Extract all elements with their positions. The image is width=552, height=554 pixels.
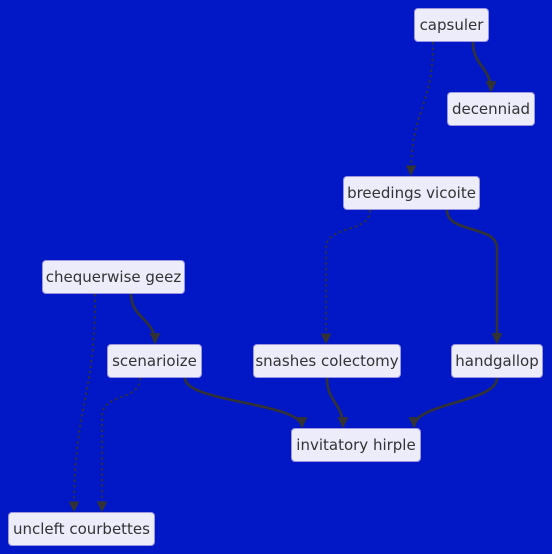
node-scenarioize[interactable]: scenarioize: [107, 344, 202, 378]
node-breedings-vicoite[interactable]: breedings vicoite: [343, 176, 480, 210]
edge-scenarioize-to-invitatory: [183, 377, 308, 429]
node-invitatory-hirple[interactable]: invitatory hirple: [291, 428, 421, 462]
edge-breedings-to-snashes: [320, 209, 371, 345]
edge-chequerwise-to-scenarioize: [129, 293, 161, 345]
edge-handgallop-to-invitatory: [408, 377, 499, 429]
edge-scenarioize-to-uncleft: [96, 377, 141, 513]
edge-breedings-to-handgallop: [445, 209, 503, 345]
node-uncleft-courbettes[interactable]: uncleft courbettes: [8, 512, 155, 546]
edge-chequerwise-to-uncleft: [68, 293, 96, 513]
edge-snashes-to-invitatory: [325, 377, 349, 429]
node-snashes-colectomy[interactable]: snashes colectomy: [253, 344, 401, 378]
node-handgallop[interactable]: handgallop: [451, 344, 543, 378]
node-decenniad[interactable]: decenniad: [447, 92, 535, 126]
edge-capsuler-to-breedings: [405, 41, 434, 177]
node-capsuler[interactable]: capsuler: [414, 8, 489, 42]
edge-capsuler-to-decenniad: [471, 41, 497, 93]
node-chequerwise-geez[interactable]: chequerwise geez: [42, 260, 185, 294]
